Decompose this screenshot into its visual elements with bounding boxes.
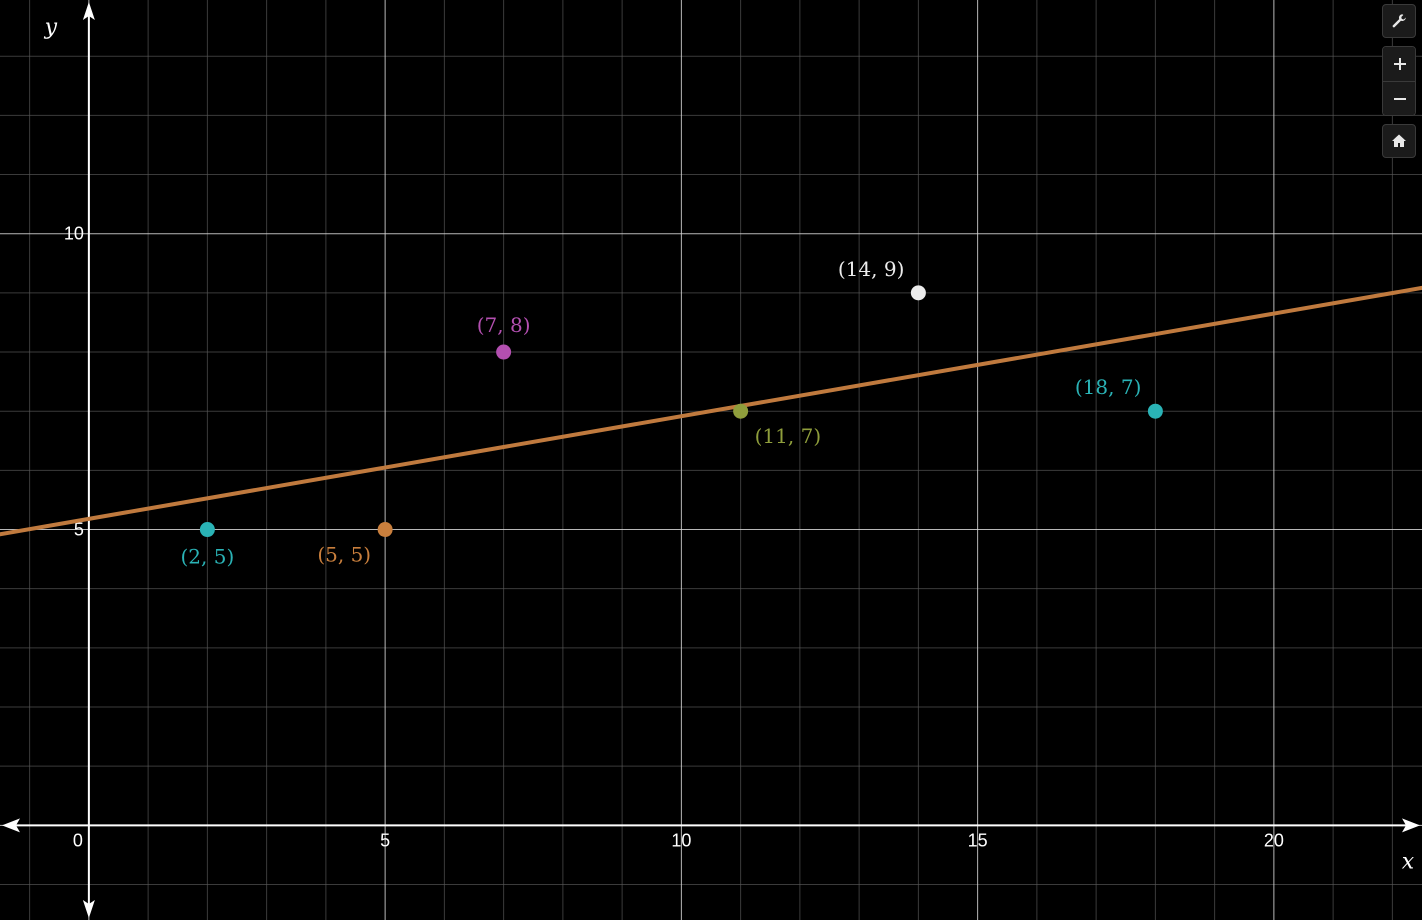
data-point[interactable] — [199, 522, 215, 538]
point-label: (14, 9) — [838, 257, 905, 281]
regression-line[interactable] — [0, 285, 1422, 537]
data-point[interactable] — [910, 285, 926, 301]
home-button[interactable] — [1382, 124, 1416, 158]
zoom-out-button[interactable] — [1383, 81, 1415, 115]
tick-labels: 0 5 10 15 20 5 10 x y — [44, 15, 1415, 874]
x-tick-label: 20 — [1264, 830, 1284, 850]
y-tick-label: 5 — [74, 520, 84, 540]
y-tick-label: 10 — [64, 224, 84, 244]
data-point[interactable] — [377, 522, 393, 538]
x-tick-label: 5 — [380, 830, 390, 850]
wrench-icon — [1392, 14, 1406, 28]
minus-icon — [1394, 97, 1406, 100]
y-axis-label: y — [44, 15, 58, 40]
x-axis-arrow-left — [2, 818, 20, 833]
point-label: (18, 7) — [1075, 375, 1142, 399]
data-point[interactable] — [733, 403, 749, 419]
point-label: (7, 8) — [477, 313, 531, 337]
x-axis-label: x — [1402, 849, 1415, 874]
zoom-in-button[interactable] — [1383, 47, 1415, 81]
x-axis-arrow-right — [1402, 818, 1420, 833]
point-label: (2, 5) — [180, 545, 234, 569]
graph-controls — [1382, 4, 1416, 158]
zoom-controls — [1382, 46, 1416, 116]
data-point[interactable] — [496, 344, 512, 360]
y-axis-arrow-up — [82, 2, 95, 20]
regression-lines — [0, 285, 1422, 537]
point-label: (11, 7) — [755, 424, 822, 448]
data-point[interactable] — [1147, 403, 1163, 419]
point-labels: (2, 5) (5, 5) (7, 8) (11, 7) (14, 9) (18, 7) — [180, 257, 1141, 569]
y-axis-arrow-down — [82, 900, 95, 918]
x-tick-label: 15 — [968, 830, 988, 850]
x-tick-label: 10 — [671, 830, 691, 850]
point-label: (5, 5) — [317, 543, 371, 567]
plus-icon — [1394, 58, 1406, 70]
home-icon — [1392, 134, 1406, 147]
x-tick-label: 0 — [73, 830, 83, 850]
data-points — [199, 285, 1163, 538]
settings-button[interactable] — [1382, 4, 1416, 38]
